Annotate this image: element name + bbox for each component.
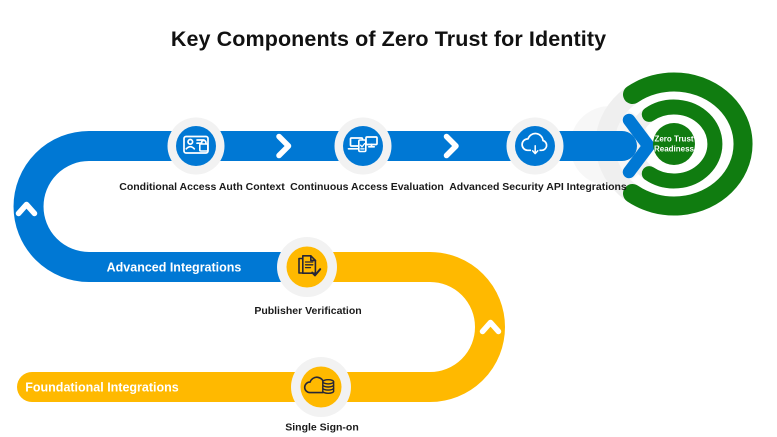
target-ring-inner <box>641 99 723 189</box>
station-node <box>176 126 216 166</box>
station-label: Publisher Verification <box>254 305 361 317</box>
station-publisher-verification: Publisher Verification <box>254 237 362 317</box>
cloud-database-icon <box>303 376 335 394</box>
chevron-up-icon <box>15 201 38 217</box>
chevron-right-icon <box>276 133 292 159</box>
goal-label-line2: Readiness <box>654 145 695 154</box>
target-ring-outer <box>623 72 753 216</box>
station-label: Advanced Security API Integrations <box>449 181 627 193</box>
cloud-download-icon <box>521 132 548 155</box>
target-center <box>653 123 695 165</box>
goal-arrow-icon <box>622 113 655 179</box>
foundational-lane-label: Foundational Integrations <box>25 381 179 395</box>
station-label: Continuous Access Evaluation <box>290 181 444 193</box>
station-node <box>300 366 342 408</box>
station-label: Conditional Access Auth Context <box>119 181 285 193</box>
station-continuous-access: Continuous Access Evaluation <box>290 117 444 193</box>
station-advanced-security: Advanced Security API Integrations <box>449 117 627 193</box>
chevron-right-icon <box>443 133 459 159</box>
station-single-sign-on: Single Sign-on <box>285 357 359 434</box>
devices-check-icon <box>347 136 378 153</box>
chevron-up-icon <box>479 319 502 335</box>
id-card-lock-icon <box>183 135 209 154</box>
goal-target: Zero Trust Readiness <box>623 72 753 216</box>
station-label: Single Sign-on <box>285 422 359 434</box>
document-check-icon <box>298 255 322 277</box>
station-conditional-access: Conditional Access Auth Context <box>119 117 285 193</box>
advanced-lane-label: Advanced Integrations <box>107 261 242 275</box>
goal-label-line1: Zero Trust <box>654 135 693 144</box>
foundational-lane-path <box>17 252 505 402</box>
page-title: Key Components of Zero Trust for Identit… <box>170 27 607 51</box>
